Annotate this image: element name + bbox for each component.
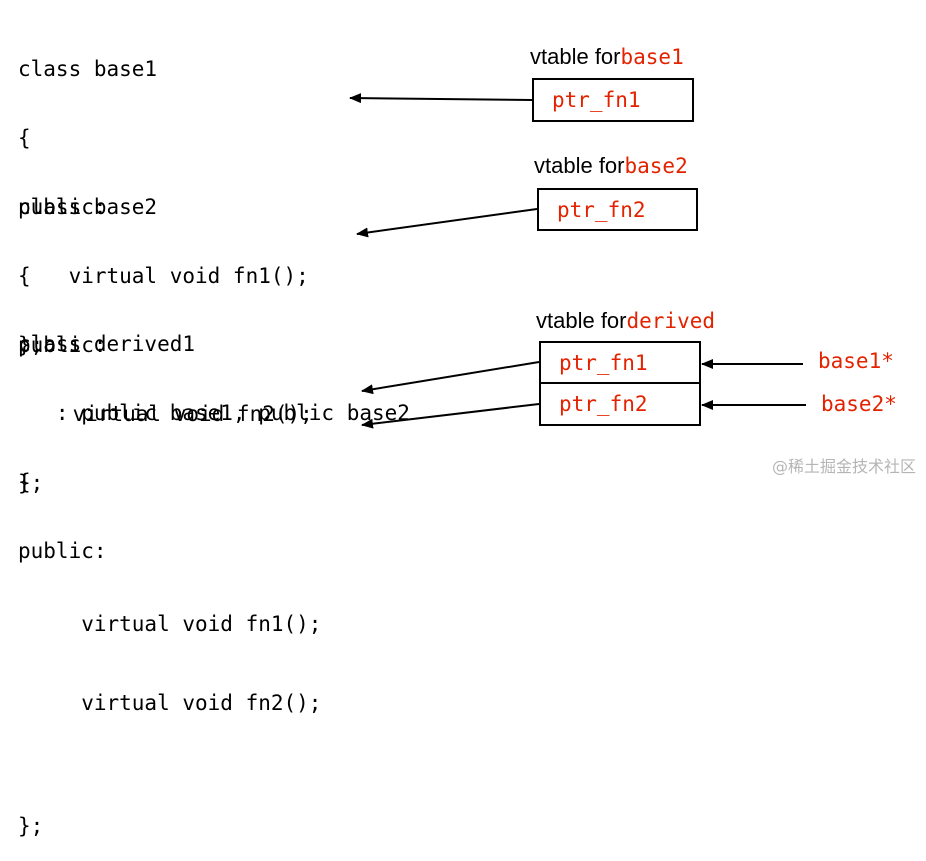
vtable-prefix: vtable for (536, 308, 627, 333)
vtable-entry-base1-fn1: ptr_fn1 (532, 78, 694, 122)
watermark: @稀土掘金技术社区 (771, 457, 916, 476)
code-base1: class base1 { public: virtual void fn1()… (18, 12, 309, 380)
vtable-prefix: vtable for (534, 153, 625, 178)
vtable-entry-derived-fn1: ptr_fn1 (539, 341, 701, 384)
arrow-derived-fn1 (361, 361, 540, 395)
arrows (349, 93, 806, 429)
code-line: public: (18, 539, 107, 563)
arrow-derived-fn2 (361, 403, 540, 429)
arrow-base1-fn1 (349, 93, 533, 104)
vtable-class-name: derived (626, 309, 716, 333)
code-line: virtual void fn2(); (18, 691, 322, 715)
vtable-class-name: base2 (624, 154, 688, 178)
vtable-class-name: base1 (620, 45, 684, 69)
vtable-prefix: vtable for (530, 44, 621, 69)
code-line: virtual void fn1(); (18, 612, 322, 636)
vtable-title-derived: vtable forderived (536, 308, 715, 334)
code-line: }; (18, 814, 44, 838)
pointer-label-base1: base1* (818, 349, 894, 373)
code-line: { (18, 264, 31, 288)
vtable-title-base1: vtable forbase1 (530, 44, 684, 70)
code-line: { (18, 126, 31, 150)
vtable-title-base2: vtable forbase2 (534, 153, 688, 179)
code-line: virtual void fn1(); (18, 264, 309, 288)
pointer-label-base2: base2* (821, 392, 897, 416)
vtable-entry-derived-fn2: ptr_fn2 (539, 382, 701, 426)
code-line: virtual void fn2(); (22, 402, 313, 426)
arrow-base2-fn2 (356, 208, 538, 238)
code-line: public: (18, 195, 107, 219)
code-line (18, 761, 410, 769)
code-line: }; (18, 333, 44, 357)
vtable-entry-base2-fn2: ptr_fn2 (537, 188, 698, 231)
code-line: public: (18, 333, 107, 357)
code-line: class base1 (18, 57, 158, 81)
code-line: class derived1 (18, 332, 196, 356)
code-line: class base2 (18, 195, 158, 219)
code-base2: class base2 { public: virtual void fn2()… (18, 150, 313, 518)
